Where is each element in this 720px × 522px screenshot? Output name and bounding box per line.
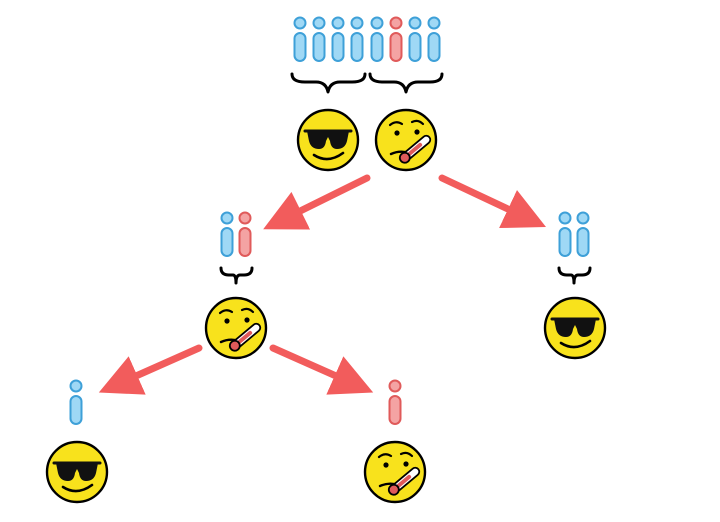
arrow-to-right-child — [438, 174, 547, 229]
healthy-person-icon — [350, 16, 364, 62]
sick-person-icon — [389, 16, 403, 62]
healthy-person-icon — [293, 16, 307, 62]
arrow-to-left-right-leaf — [269, 344, 374, 395]
healthy-person-icon — [69, 379, 83, 425]
left-child-brace — [219, 266, 254, 285]
root-left-brace — [290, 72, 367, 94]
healthy-person-icon — [408, 16, 422, 62]
healthy-person-icon — [312, 16, 326, 62]
root-sick-face-icon — [374, 108, 438, 172]
sick-person-icon — [238, 211, 252, 257]
right-child-healthy-face-icon — [543, 296, 607, 360]
right-child-population — [558, 211, 590, 257]
healthy-person-icon — [331, 16, 345, 62]
healthy-person-icon — [558, 211, 572, 257]
healthy-person-icon — [427, 16, 441, 62]
leaf-sick-face-icon — [363, 440, 427, 504]
leaf-healthy-face-icon — [45, 440, 109, 504]
arrow-to-left-left-leaf — [98, 344, 203, 395]
healthy-person-icon — [220, 211, 234, 257]
left-child-sick-face-icon — [204, 296, 268, 360]
root-right-brace — [368, 72, 444, 94]
healthy-person-icon — [576, 211, 590, 257]
root-healthy-face-icon — [296, 108, 360, 172]
root-population — [293, 16, 441, 62]
left-child-population — [220, 211, 252, 257]
healthy-person-icon — [370, 16, 384, 62]
sick-person-icon — [388, 379, 402, 425]
right-child-brace — [557, 266, 592, 285]
arrow-to-left-child — [263, 174, 371, 230]
